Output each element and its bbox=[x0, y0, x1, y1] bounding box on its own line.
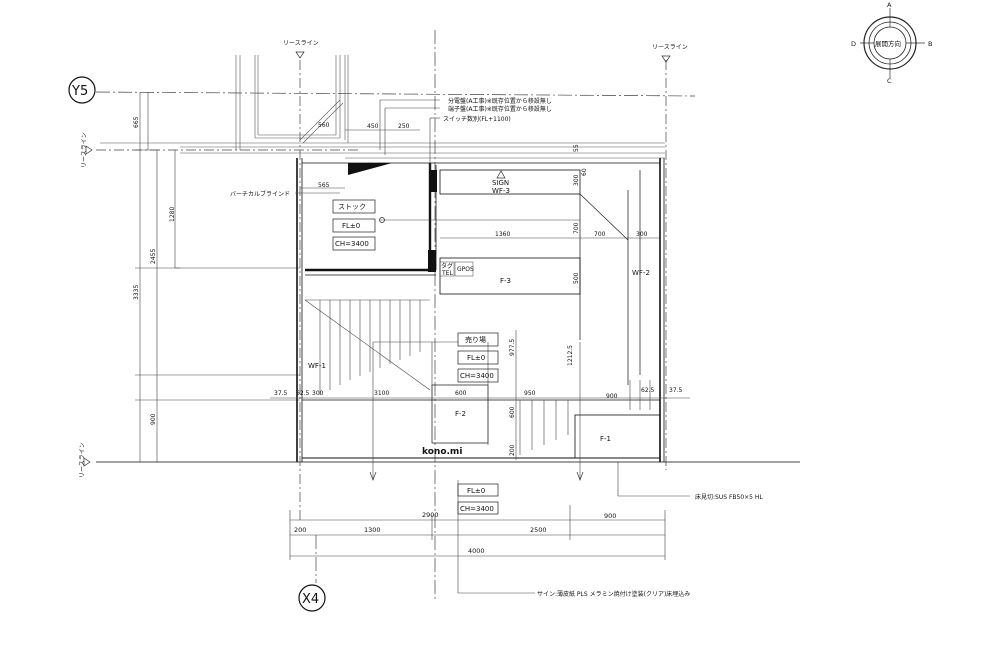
dim-62-5-left: 62.5 bbox=[296, 390, 310, 397]
dim-500-vertical: 500 bbox=[573, 272, 580, 284]
display-hatching bbox=[304, 299, 651, 455]
dim-600-vertical: 600 bbox=[509, 406, 516, 418]
note-switch-position: スイッチ数別(FL+1100) bbox=[443, 115, 511, 123]
note-sign: サイン:薄皮紙 PLS メラミン焼付け塗装(クリア)床埋込み bbox=[537, 590, 690, 598]
dim-62-5-right: 62.5 bbox=[641, 387, 655, 394]
stock-room-name: ストック bbox=[338, 203, 366, 211]
dim-900-right: 900 bbox=[606, 393, 618, 400]
lease-line-label-top-2: リースライン bbox=[652, 44, 688, 51]
dim-2500: 2500 bbox=[530, 526, 547, 534]
wf-1-label: WF-1 bbox=[308, 362, 326, 370]
dim-950: 950 bbox=[524, 390, 536, 397]
f-3-label: F-3 bbox=[500, 277, 511, 285]
small-fixture-c: GPOS bbox=[457, 266, 474, 273]
exterior-ceiling-height: CH=3400 bbox=[460, 505, 494, 513]
bottom-dimension-values: 2900 200 1300 2500 900 4000 bbox=[294, 511, 616, 555]
dim-450: 450 bbox=[367, 123, 379, 130]
dim-4000: 4000 bbox=[468, 547, 485, 555]
interior-dimension-lines bbox=[270, 129, 690, 399]
f-1-label: F-1 bbox=[600, 435, 611, 443]
dim-1300: 1300 bbox=[364, 526, 381, 534]
dim-560: 560 bbox=[318, 122, 330, 129]
fixture-labels: SIGN WF-3 WF-2 WF-1 F-3 F-2 F-1 kono.mi … bbox=[308, 170, 650, 457]
f-2-label: F-2 bbox=[455, 410, 466, 418]
compass-east: B bbox=[928, 40, 932, 48]
dim-300-vertical: 300 bbox=[573, 174, 580, 186]
note-threshold: 床見切:SUS FB50×5 HL bbox=[695, 493, 763, 501]
axis-bubble-x4: X4 bbox=[298, 584, 326, 612]
lease-line-label-top-1: リースライン bbox=[283, 40, 319, 47]
dim-1212-5: 1212.5 bbox=[567, 345, 574, 366]
dim-37-5-left: 37.5 bbox=[274, 390, 288, 397]
leader-lines bbox=[295, 99, 690, 594]
compass-rose: 展開方向 A C B D bbox=[851, 1, 932, 85]
lease-line-markers: リースライン リースライン リースライン リースライン bbox=[79, 40, 688, 478]
dim-55: 55 bbox=[573, 144, 580, 152]
dim-1360: 1360 bbox=[495, 231, 510, 238]
dim-37-5-right: 37.5 bbox=[669, 387, 683, 394]
dim-977-5: 977.5 bbox=[509, 339, 516, 356]
left-dimension-lines bbox=[135, 92, 300, 462]
existing-building bbox=[100, 55, 665, 159]
shop-walls bbox=[296, 158, 665, 462]
dim-200-bottom: 200 bbox=[294, 526, 306, 534]
lease-line-label-left-1: リースライン bbox=[81, 132, 88, 168]
dim-600: 600 bbox=[455, 390, 467, 397]
note-distribution-board: 分電盤(A工事)※既存位置から移設無し bbox=[448, 97, 552, 105]
dim-3335: 3335 bbox=[133, 285, 140, 300]
dim-300-left: 300 bbox=[312, 390, 324, 397]
left-dimension-values: 665 1280 2455 3335 900 bbox=[133, 116, 176, 425]
compass-title: 展開方向 bbox=[875, 39, 901, 48]
arrow-heads bbox=[369, 471, 584, 481]
dim-300-horizontal: 300 bbox=[636, 231, 648, 238]
grid-lines bbox=[95, 30, 800, 600]
annotation-notes: 分電盤(A工事)※既存位置から移設無し 端子盤(A工事)※既存位置から移設無し … bbox=[230, 97, 763, 598]
note-vertical-blind: バーチカルブラインド bbox=[230, 190, 290, 198]
dim-900-bottom: 900 bbox=[604, 512, 616, 520]
note-terminal-board: 端子盤(A工事)※既存位置から移設無し bbox=[448, 105, 552, 113]
sign-label: SIGN bbox=[492, 179, 509, 187]
stock-room-labels bbox=[332, 199, 499, 515]
stock-room-ceiling-height: CH=3400 bbox=[335, 240, 369, 248]
dim-700: 700 bbox=[594, 231, 606, 238]
dim-60: 60 bbox=[581, 168, 588, 176]
column-fills bbox=[348, 163, 437, 272]
sales-floor-name: 売り場 bbox=[465, 335, 486, 344]
exterior-floor-level: FL±0 bbox=[467, 487, 485, 495]
dim-900-vertical: 900 bbox=[150, 413, 157, 425]
small-fixture-b: TEL bbox=[441, 270, 453, 277]
brand-floor-logo: kono.mi bbox=[422, 447, 462, 457]
dim-565: 565 bbox=[318, 182, 330, 189]
bottom-dimension-lines bbox=[289, 505, 666, 560]
dim-2900: 2900 bbox=[422, 511, 439, 519]
dim-665: 665 bbox=[133, 116, 140, 128]
compass-north: A bbox=[887, 1, 892, 9]
axis-label-x4: X4 bbox=[302, 592, 319, 607]
dim-250: 250 bbox=[398, 123, 410, 130]
wf-2-label: WF-2 bbox=[632, 269, 650, 277]
axis-label-y5: Y5 bbox=[71, 84, 88, 99]
dim-700-vertical: 700 bbox=[573, 222, 580, 234]
sales-floor-ceiling-height: CH=3400 bbox=[460, 372, 494, 380]
axis-bubble-y5: Y5 bbox=[68, 76, 96, 104]
dim-200-vertical: 200 bbox=[509, 444, 516, 456]
lease-line-label-left-2: リースライン bbox=[79, 442, 86, 478]
small-fixture-a: タグ bbox=[441, 262, 453, 270]
sales-floor-level: FL±0 bbox=[467, 354, 485, 362]
stock-room-floor-level: FL±0 bbox=[342, 222, 360, 230]
compass-south: C bbox=[887, 77, 892, 85]
dim-1280: 1280 bbox=[169, 207, 176, 222]
dim-2455: 2455 bbox=[150, 249, 157, 264]
interior-dimension-values: 560 450 250 565 55 300 60 700 1360 700 3… bbox=[274, 122, 683, 456]
dim-3100: 3100 bbox=[374, 390, 389, 397]
wf-3-label: WF-3 bbox=[492, 187, 510, 195]
compass-west: D bbox=[851, 40, 856, 48]
